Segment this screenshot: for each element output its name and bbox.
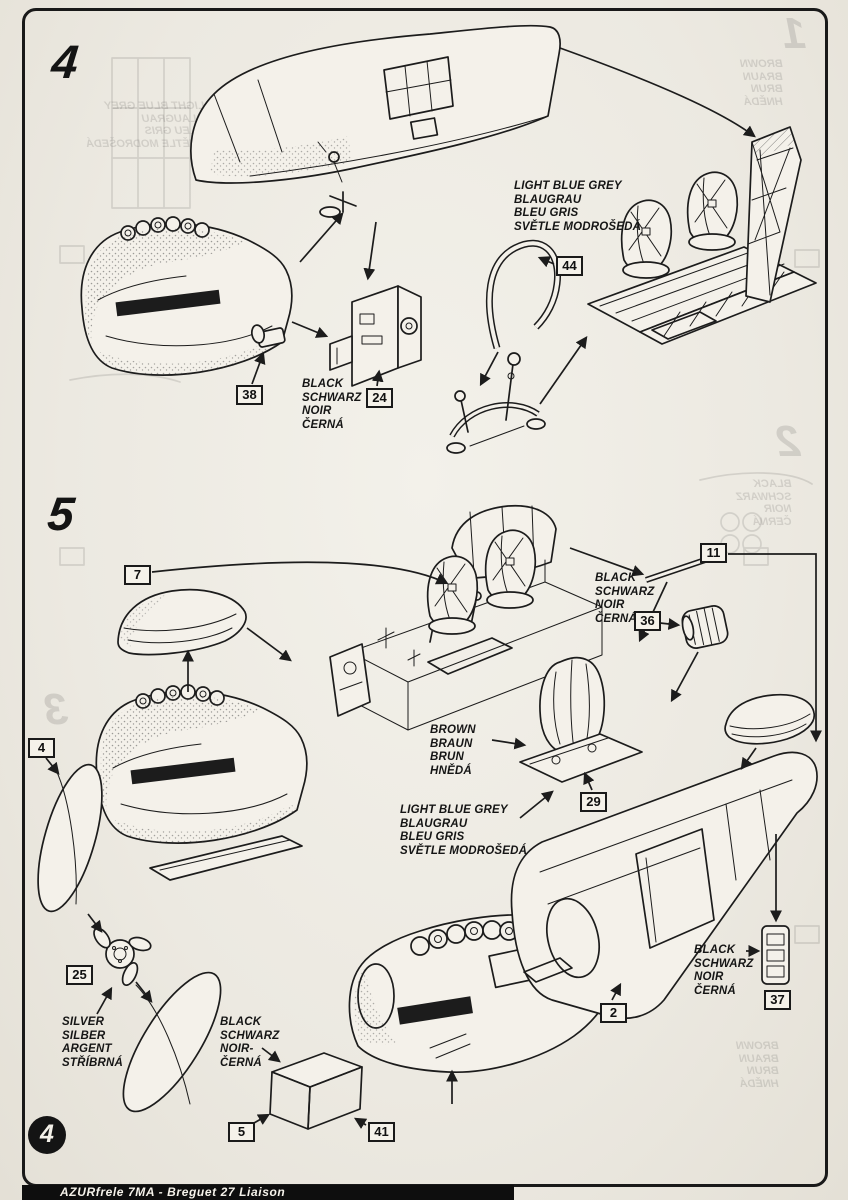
callout-2: 2 (600, 1003, 627, 1023)
seat-part-29 (519, 656, 643, 783)
fairlead-part-36 (681, 605, 729, 649)
paint-line: ČERNÁ (220, 1056, 262, 1069)
tube-part-44 (485, 239, 562, 349)
paint-line: BLEU GRIS (514, 207, 579, 219)
floor-board-part (149, 835, 303, 881)
paint-line: BLAUGRAU (514, 193, 582, 206)
control-stick-assembly (446, 352, 546, 454)
paint-line: SVĚTLE MODROŠEDÁ (514, 220, 642, 233)
callout-5: 5 (228, 1122, 255, 1142)
callout-36: 36 (634, 611, 661, 631)
paint-line: BRUN (430, 751, 465, 763)
paint-line: BLACK (302, 378, 344, 390)
paint-line: ČERNÁ (595, 612, 637, 625)
rudder-bar-part (319, 191, 357, 218)
bleedthrough-shapes (59, 57, 820, 944)
instrument-panel-part (329, 285, 422, 387)
paint-label-black-panel: BLACK SCHWARZ NOIR ČERNÁ (302, 378, 362, 432)
seat-rear (484, 529, 537, 609)
paint-line: NOIR (694, 971, 724, 983)
cockpit-floor-assembly (587, 246, 817, 345)
paint-line: SVĚTLE MODROŠEDÁ (400, 844, 528, 857)
paint-line: SCHWARZ (694, 957, 754, 970)
paint-line: STŘÍBRNÁ (62, 1056, 124, 1069)
paint-line: BRAUN (430, 737, 473, 750)
paint-line: NOIR (302, 405, 332, 417)
paint-line: HNĚDÁ (430, 764, 472, 777)
callout-24: 24 (366, 388, 393, 408)
paint-line: NOIR (595, 599, 625, 611)
callout-38: 38 (236, 385, 263, 405)
paint-line: ČERNÁ (694, 984, 736, 997)
fuselage-side-panel (190, 24, 561, 184)
paint-line: LIGHT BLUE GREY (400, 804, 508, 816)
step-5-number: 5 (45, 487, 77, 540)
paint-line: BROWN (430, 724, 476, 736)
paint-line: BLACK (220, 1016, 262, 1028)
paint-line: SCHWARZ (302, 391, 362, 404)
propeller-hub (93, 927, 152, 987)
callout-4: 4 (28, 738, 55, 758)
paint-label-light-blue-grey-step4: LIGHT BLUE GREY BLAUGRAU BLEU GRIS SVĚTL… (514, 180, 641, 234)
paint-label-silver-propeller: SILVER SILBER ARGENT STŘÍBRNÁ (62, 1016, 123, 1070)
nose-half-step5 (95, 684, 308, 844)
paint-line: SCHWARZ (220, 1029, 280, 1042)
paint-label-brown-seat: BROWN BRAUN BRUN HNĚDÁ (430, 724, 476, 778)
callout-37: 37 (764, 990, 791, 1010)
callout-44: 44 (556, 256, 583, 276)
cabin-interior-assembly (329, 504, 603, 731)
step-4-illustration (80, 24, 817, 454)
rear-deck-fairing (724, 693, 816, 745)
paint-line: BLEU GRIS (400, 831, 465, 843)
callout-7: 7 (124, 565, 151, 585)
paint-line: SCHWARZ (595, 585, 655, 598)
callout-11: 11 (700, 543, 727, 563)
assembly-arrows-step5 (45, 547, 822, 1130)
paint-line: NOIR- (220, 1043, 254, 1055)
paint-line: LIGHT BLUE GREY (514, 180, 622, 192)
paint-line: BLACK (694, 944, 736, 956)
callout-29: 29 (580, 792, 607, 812)
bulkhead-frame (745, 126, 802, 303)
assembly-arrows-step4 (251, 47, 756, 405)
footer-title: AZURfrele 7MA - Breguet 27 Liaison (60, 1185, 286, 1199)
rear-fuselage-section (510, 751, 818, 1020)
paint-line: ARGENT (62, 1043, 112, 1055)
paint-label-black-37: BLACK SCHWARZ NOIR ČERNÁ (694, 944, 754, 998)
paint-line: BLAUGRAU (400, 817, 468, 830)
footer-bar: AZURfrele 7MA - Breguet 27 Liaison (22, 1185, 514, 1200)
paint-label-light-blue-grey-step5: LIGHT BLUE GREY BLAUGRAU BLEU GRIS SVĚTL… (400, 804, 527, 858)
step-5-illustration (37, 504, 822, 1130)
paint-line: ČERNÁ (302, 418, 344, 431)
paint-line: SILBER (62, 1029, 106, 1042)
headrest-fairing-part (117, 588, 247, 656)
seat-front (426, 555, 479, 635)
seat-rear (686, 171, 739, 251)
page-number-badge: 4 (28, 1116, 66, 1154)
paint-line: SILVER (62, 1016, 105, 1028)
paint-label-black-radiator: BLACK SCHWARZ NOIR- ČERNÁ (220, 1016, 280, 1070)
callout-41: 41 (368, 1122, 395, 1142)
part-38-cylinder (250, 324, 286, 348)
step-4-number: 4 (49, 35, 81, 88)
radiator-part-41 (269, 1052, 363, 1130)
propeller-blade-upper (37, 763, 103, 913)
part-37 (761, 925, 790, 985)
paint-label-black-36: BLACK SCHWARZ NOIR ČERNÁ (595, 572, 655, 626)
callout-25: 25 (66, 965, 93, 985)
paint-line: BLACK (595, 572, 637, 584)
nose-half-step4 (80, 216, 293, 376)
